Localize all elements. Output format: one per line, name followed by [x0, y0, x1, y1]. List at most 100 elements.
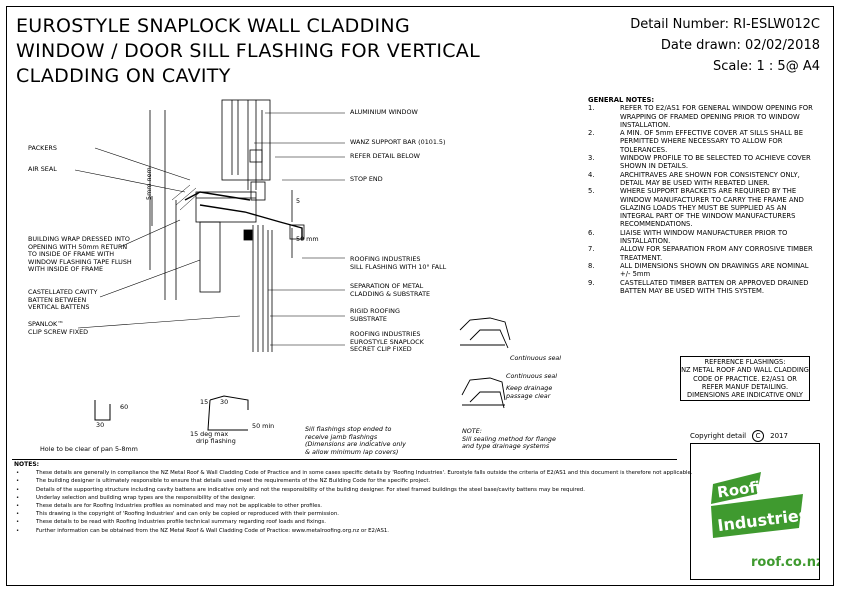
label-keep-2: passage clear: [506, 391, 551, 400]
note-item: The building designer is ultimately resp…: [14, 477, 674, 485]
label-sill-flashing: ROOFING INDUSTRIES SILL FLASHING WITH 10…: [350, 255, 447, 271]
note-item: Further information can be obtained from…: [14, 527, 674, 535]
note-number: 6.: [588, 228, 595, 237]
label-sill-1: ROOFING INDUSTRIES: [350, 255, 421, 263]
note-number: 8.: [588, 261, 595, 270]
copyright: Copyright detail C 2017: [690, 430, 788, 442]
general-note: 2. A MIN. OF 5mm EFFECTIVE COVER AT SILLS…: [588, 129, 820, 154]
note-item: These details are generally in complianc…: [14, 469, 693, 477]
label-d30: 30: [96, 421, 105, 429]
label-sill-stop-3: (Dimensions are indicative only: [305, 440, 406, 449]
aluminium-window-frame: [221, 99, 271, 201]
logo-url: roof.co.nz: [751, 555, 819, 570]
label-drip: drip flashing: [196, 437, 236, 445]
reference-line-2: NZ METAL ROOF AND WALL CLADDING: [681, 366, 809, 375]
notes-divider: [12, 459, 677, 460]
date-drawn: Date drawn: 02/02/2018: [660, 38, 820, 53]
label-d15: 15: [200, 398, 209, 406]
note-text: A MIN. OF 5mm EFFECTIVE COVER AT SILLS S…: [620, 129, 804, 154]
sill-profile-sketch: [94, 395, 249, 431]
label-sep-1: SEPARATION OF METAL: [350, 282, 424, 290]
label-sill-stop-1: Sill flashings stop ended to: [305, 425, 392, 433]
title-line-3: CLADDING ON CAVITY: [16, 65, 231, 87]
label-packers: PACKERS: [28, 144, 57, 152]
label-ri-eurostyle: ROOFING INDUSTRIES EUROSTYLE SNAPLOCK SE…: [350, 330, 424, 354]
timber-framing: [149, 110, 257, 300]
label-keep-drainage: Keep drainage passage clear: [506, 384, 552, 400]
label-d15deg: 15 deg max: [190, 430, 229, 438]
general-note: 6.LIAISE WITH WINDOW MANUFACTURER PRIOR …: [588, 229, 820, 246]
seal-detail-2: [461, 377, 506, 409]
general-notes-heading: GENERAL NOTES:: [588, 96, 655, 104]
general-note: 8. ALL DIMENSIONS SHOWN ON DRAWINGS ARE N…: [588, 262, 820, 279]
label-wrap-1: BUILDING WRAP DRESSED INTO: [28, 235, 130, 243]
seal-detail-1: [459, 317, 511, 349]
note-text: CASTELLATED TIMBER BATTEN OR APPROVED DR…: [620, 278, 809, 295]
label-wrap: BUILDING WRAP DRESSED INTO OPENING WITH …: [28, 235, 132, 274]
note-number: 2.: [588, 129, 595, 138]
label-rigid-2: SUBSTRATE: [350, 314, 387, 323]
note-text: ARCHITRAVES ARE SHOWN FOR CONSISTENCY ON…: [620, 170, 800, 187]
label-sill-stop: Sill flashings stop ended to receive jam…: [305, 425, 406, 456]
label-stop-end: STOP END: [350, 175, 383, 183]
label-castellated: CASTELLATED CAVITY BATTEN BETWEEN VERTIC…: [28, 288, 98, 312]
label-rigid-1: RIGID ROOFING: [350, 307, 400, 315]
general-note: 9.CASTELLATED TIMBER BATTEN OR APPROVED …: [588, 279, 820, 296]
note-text: WHERE SUPPORT BRACKETS ARE REQUIRED BY T…: [620, 187, 804, 229]
eurostyle-cladding: [243, 225, 273, 352]
note-item: These details to be read with Roofing In…: [14, 518, 674, 526]
notes: NOTES: These details are generally in co…: [14, 461, 693, 535]
note-text: ALLOW FOR SEPARATION FROM ANY CORROSIVE …: [620, 245, 813, 262]
label-cast-3: VERTICAL BATTENS: [28, 303, 90, 312]
label-d30b: 30: [220, 398, 229, 406]
note-number: 1.: [588, 104, 595, 113]
reference-line-1: REFERENCE FLASHINGS:: [704, 358, 786, 366]
label-sill-2: SILL FLASHING WITH 10° FALL: [350, 262, 447, 271]
label-sill-stop-4: & allow minimum lap covers): [305, 447, 399, 456]
scale: Scale: 1 : 5@ A4: [713, 59, 820, 74]
logo-graphic: Roofing Industries roof.co.nz: [711, 472, 824, 570]
note-text: WINDOW PROFILE TO BE SELECTED TO ACHIEVE…: [620, 154, 811, 171]
general-note: 4. ARCHITRAVES ARE SHOWN FOR CONSISTENCY …: [588, 171, 820, 188]
title-line-2: WINDOW / DOOR SILL FLASHING FOR VERTICAL: [16, 40, 480, 62]
note-text: REFER TO E2/AS1 FOR GENERAL WINDOW OPENI…: [620, 104, 813, 129]
label-refer-detail: REFER DETAIL BELOW: [350, 152, 420, 160]
label-cont-seal-2: Continuous seal: [506, 372, 558, 380]
note-text: ALL DIMENSIONS SHOWN ON DRAWINGS ARE NOM…: [620, 261, 809, 279]
note-item: Details of the supporting structure incl…: [14, 486, 674, 494]
label-d60: 60: [120, 403, 129, 411]
note-number: 4.: [588, 170, 595, 179]
detail-number: Detail Number: RI-ESLW012C: [630, 17, 820, 32]
label-span-1: SPANLOK™: [28, 320, 64, 328]
label-ri-1: ROOFING INDUSTRIES: [350, 330, 421, 338]
label-wanz-bar: WANZ SUPPORT BAR (0101.5): [350, 138, 446, 146]
roofing-industries-logo: Roofing Industries roof.co.nz: [690, 443, 824, 580]
drawing-frame: [6, 6, 834, 586]
label-air-seal: AIR SEAL: [28, 165, 57, 173]
note-item: Underlay selection and building wrap typ…: [14, 494, 674, 502]
title-line-1: EUROSTYLE SNAPLOCK WALL CLADDING: [16, 15, 410, 37]
label-cast-1: CASTELLATED CAVITY: [28, 288, 98, 296]
label-sill-stop-2: receive jamb flashings: [305, 432, 378, 441]
reference-line-4: REFER MANUF DETAILING.: [701, 382, 789, 391]
label-d50: 50 min: [252, 422, 275, 430]
label-sep-2: CLADDING & SUBSTRATE: [350, 289, 431, 298]
label-note-seal: NOTE: Sill sealing method for flange and…: [462, 427, 556, 451]
general-note: 1. REFER TO E2/AS1 FOR GENERAL WINDOW OPE…: [588, 104, 820, 129]
copyright-icon: C: [752, 430, 765, 442]
copyright-text: Copyright detail: [690, 432, 747, 440]
note-item: These details are for Roofing Industries…: [14, 502, 674, 510]
label-dim-5nom: 5mm nom: [145, 167, 153, 200]
label-dim-50: 50 mm: [296, 235, 319, 243]
notes-heading: NOTES:: [14, 461, 40, 468]
title-block-meta: Detail Number: RI-ESLW012C Date drawn: 0…: [630, 14, 820, 77]
note-number: 5.: [588, 187, 595, 196]
label-rigid: RIGID ROOFING SUBSTRATE: [350, 307, 400, 323]
general-note: 3.WINDOW PROFILE TO BE SELECTED TO ACHIE…: [588, 154, 820, 171]
label-note-heading: NOTE:: [462, 427, 482, 435]
reference-line-5: DIMENSIONS ARE INDICATIVE ONLY: [687, 391, 803, 400]
label-wrap-5: WITH INSIDE OF FRAME: [28, 265, 104, 274]
label-hole: Hole to be clear of pan 5-8mm: [40, 445, 138, 453]
note-item: This drawing is the copyright of 'Roofin…: [14, 510, 674, 518]
